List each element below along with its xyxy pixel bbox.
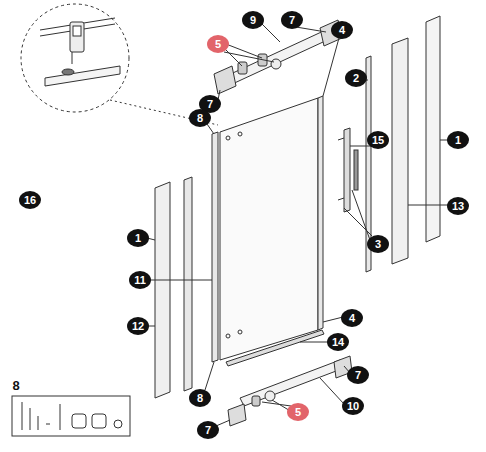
callout-number: 4 [331,21,353,39]
detail-circle [21,4,129,112]
callout-number: 12 [127,317,149,335]
callout-number: 4 [341,309,363,327]
callout-number: 14 [327,333,349,351]
callout-number: 16 [19,191,41,209]
wall-profile-12 [155,182,170,398]
leader-lines [147,24,448,426]
callout-number: 9 [242,11,264,29]
bottom-rail [228,356,352,426]
callout-number: 5 [207,35,229,53]
callout-number: 7 [281,11,303,29]
callout-number: 7 [197,421,219,439]
callout-number: 11 [129,271,151,289]
callout-number: 1 [127,229,149,247]
roller-detail [40,18,120,86]
callout-number: 5 [287,403,309,421]
callout-number: 1 [447,131,469,149]
callout-number: 8 [5,377,27,395]
fittings-icons [22,402,122,430]
callout-number: 7 [347,366,369,384]
callout-number: 8 [189,109,211,127]
callout-number: 10 [342,397,364,415]
wall-profile-13 [392,38,408,264]
glass-panel [220,98,318,360]
top-rail [214,20,342,94]
wall-profile-1 [426,16,440,242]
callout-number: 8 [189,389,211,407]
wall-profile-1 [184,177,192,391]
callout-number: 13 [447,197,469,215]
profile-11 [212,132,218,362]
fittings-box [12,396,130,436]
profile-4 [318,96,323,330]
callout-number: 2 [345,69,367,87]
bottom-seal [226,330,324,366]
callout-number: 15 [367,131,389,149]
callout-number: 3 [367,235,389,253]
